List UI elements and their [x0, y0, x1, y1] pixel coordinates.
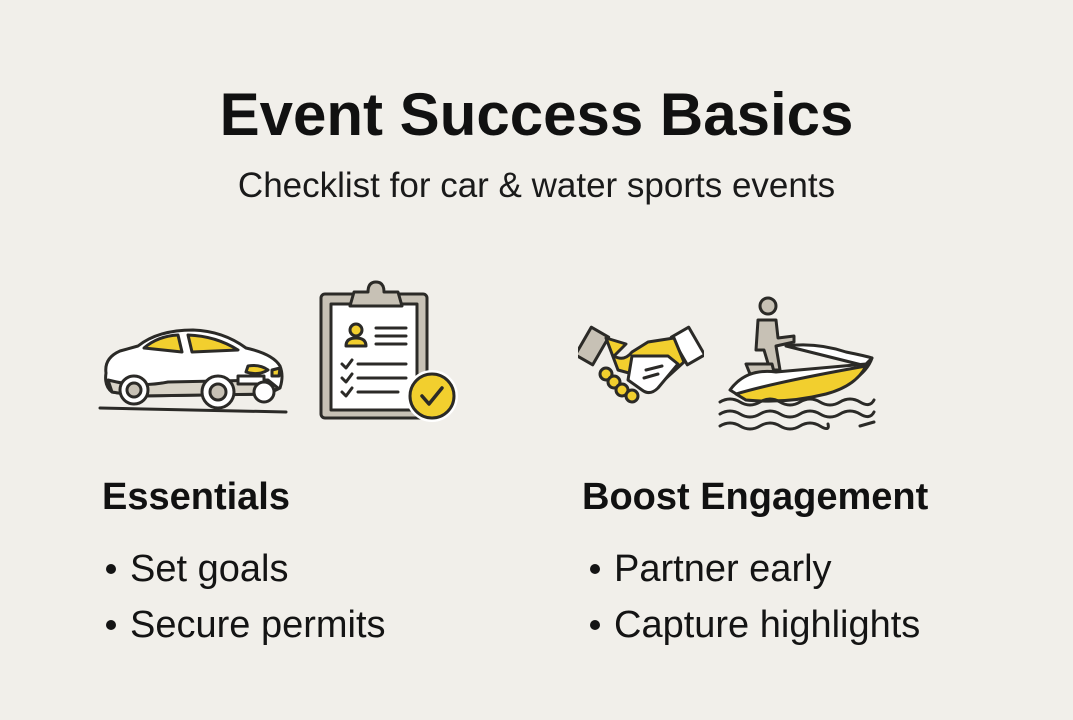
- clipboard-checklist-icon: [319, 280, 458, 422]
- page-title: Event Success Basics: [219, 81, 854, 148]
- list-item: Set goals: [102, 541, 386, 597]
- handshake-icon: [578, 325, 704, 404]
- essentials-list: Set goals Secure permits: [102, 541, 386, 653]
- list-item: Partner early: [586, 541, 920, 597]
- bullet-icon: [590, 620, 600, 630]
- car-icon: [98, 328, 288, 414]
- boost-engagement-list: Partner early Capture highlights: [586, 541, 920, 653]
- boost-engagement-heading: Boost Engagement: [582, 476, 929, 518]
- jet-ski-icon: [718, 296, 876, 431]
- list-item: Secure permits: [102, 597, 386, 653]
- page-subtitle: Checklist for car & water sports events: [237, 166, 836, 205]
- bullet-icon: [106, 564, 116, 574]
- bullet-icon: [590, 564, 600, 574]
- essentials-heading: Essentials: [102, 476, 290, 518]
- bullet-icon: [106, 620, 116, 630]
- list-item: Capture highlights: [586, 597, 920, 653]
